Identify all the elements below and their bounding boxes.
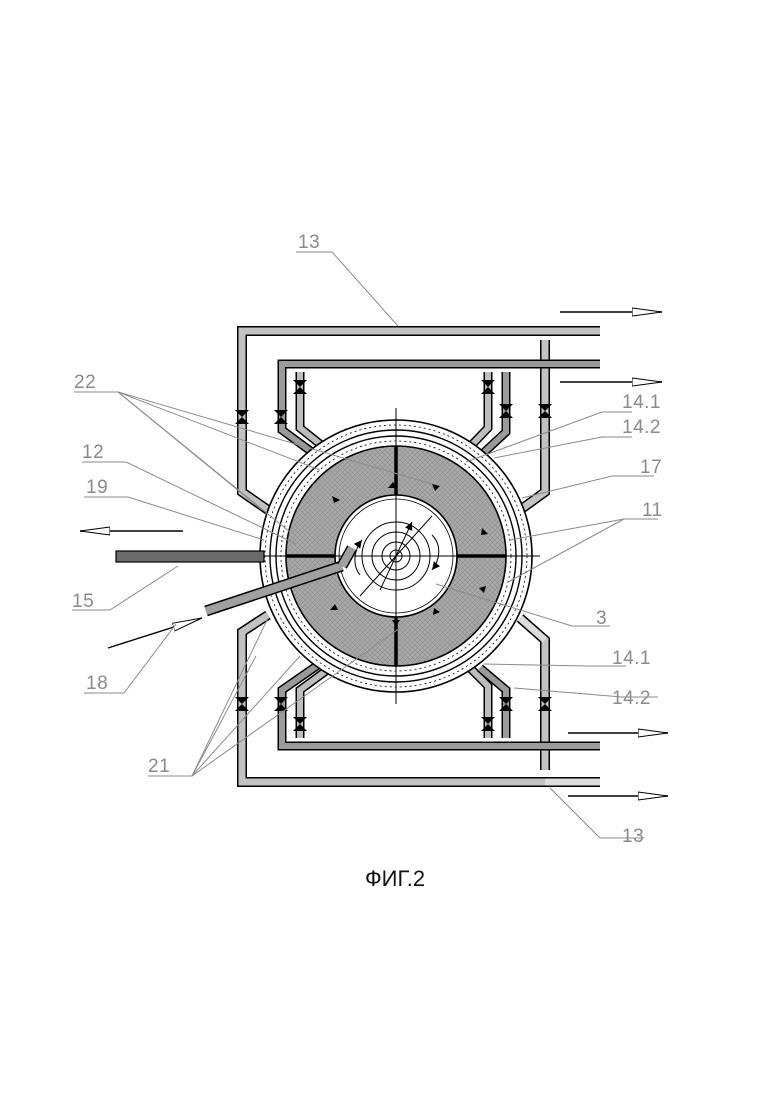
label-14-2-bottom: 14.2 — [612, 688, 651, 709]
label-11: 11 — [642, 500, 663, 521]
label-21: 21 — [148, 756, 170, 777]
pipe-elbow-lower-right — [520, 618, 545, 640]
label-14-1-top: 14.1 — [622, 392, 661, 413]
figure-caption: ФИГ.2 — [0, 866, 780, 892]
label-14-1-bottom: 14.1 — [612, 648, 651, 669]
label-14-2-top: 14.2 — [622, 417, 661, 438]
label-19: 19 — [86, 477, 108, 498]
label-3: 3 — [596, 608, 607, 629]
label-22: 22 — [74, 372, 96, 393]
label-17: 17 — [640, 457, 662, 478]
label-15: 15 — [72, 591, 94, 612]
label-13-top: 13 — [298, 232, 320, 253]
outlet-pipe-15 — [116, 551, 264, 562]
label-12: 12 — [82, 442, 104, 463]
label-13-bottom: 13 — [622, 826, 644, 847]
label-18: 18 — [86, 673, 108, 694]
